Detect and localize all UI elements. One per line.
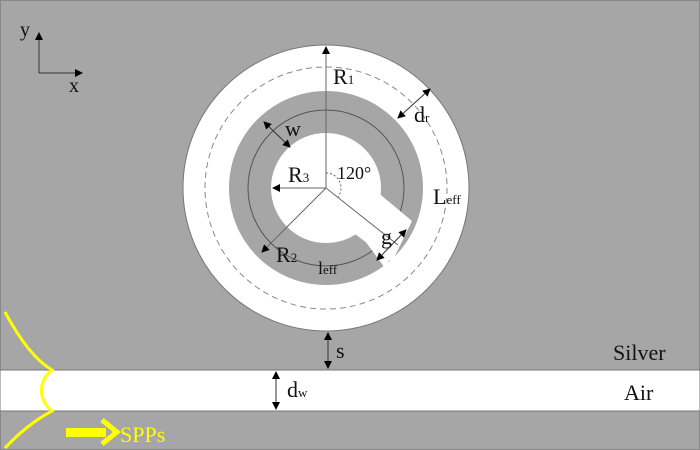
y-axis-label: y	[20, 19, 30, 41]
leff-inner-label: leff	[318, 258, 338, 278]
spp-field-profile	[3, 311, 55, 450]
spp-label: SPPs	[120, 422, 165, 447]
s-label: s	[336, 338, 345, 363]
dw-label: dw	[287, 377, 308, 402]
silver-label: Silver	[613, 340, 666, 365]
spp-arrow-shaft	[66, 428, 106, 437]
leff-outer-label: Leff	[433, 184, 461, 209]
r1-label: R1	[333, 64, 354, 89]
w-arrow	[263, 121, 291, 148]
x-axis-label: x	[69, 75, 79, 97]
angle-label: 120°	[337, 163, 371, 183]
g-arrow	[376, 229, 407, 261]
dr-label: dr	[414, 102, 430, 127]
angle-arc	[325, 172, 342, 198]
w-label: w	[285, 116, 301, 141]
dr-arrow	[397, 88, 431, 119]
leff-dashed-path	[204, 66, 448, 310]
r3-label: R3	[288, 162, 309, 187]
spp-arrow-icon	[100, 418, 122, 446]
r2-arrow	[261, 187, 327, 253]
r2-label: R2	[276, 242, 297, 267]
air-label: Air	[624, 380, 654, 405]
air-waveguide	[0, 369, 700, 412]
g-label: g	[381, 224, 392, 249]
